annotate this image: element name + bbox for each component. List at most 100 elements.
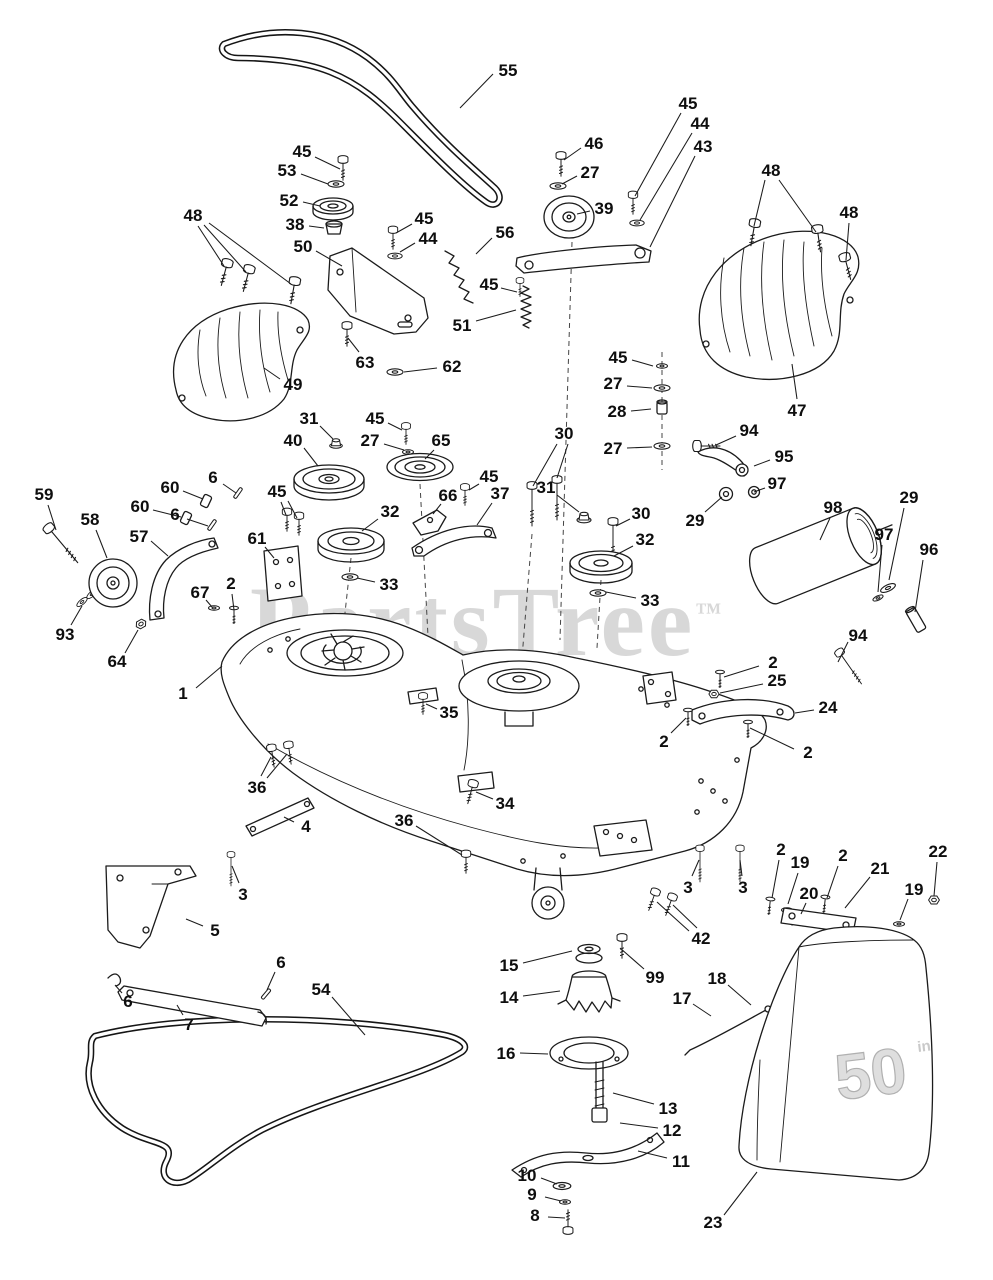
callout-label: 45 — [293, 142, 312, 161]
deck-rear-bracket — [642, 671, 677, 705]
callout-label: 67 — [191, 583, 210, 602]
washer-27 — [653, 384, 671, 392]
callout-label: 6 — [170, 505, 179, 524]
callout-label: 54 — [312, 980, 331, 999]
callout-label: 97 — [875, 525, 894, 544]
callout-label: 6 — [208, 468, 217, 487]
washer-9 — [559, 1199, 571, 1205]
flat-idler-39-assembly — [515, 151, 652, 274]
callout-label: 49 — [284, 375, 303, 394]
pulley-32-left — [317, 527, 385, 563]
callout-label: 17 — [673, 989, 692, 1008]
callout-leader-line — [672, 904, 698, 929]
callout-label: 44 — [419, 229, 438, 248]
callout-label: 19 — [791, 853, 810, 872]
bolt-30 — [526, 481, 538, 527]
callout-leader-line — [459, 73, 494, 109]
bolt-45 — [281, 507, 293, 532]
washer-97 — [871, 593, 885, 603]
callout-leader-line — [914, 559, 924, 613]
callout-leader-line — [556, 443, 569, 479]
callout-leader-line — [561, 175, 578, 185]
callout-label: 98 — [824, 498, 843, 517]
callout-leader-line — [933, 861, 938, 897]
callout-leader-line — [819, 517, 831, 541]
callout-label: 61 — [248, 529, 267, 548]
bolt-42 — [643, 886, 662, 913]
callout-label: 3 — [683, 878, 692, 897]
callout-label: 21 — [871, 859, 890, 878]
screw-2 — [763, 896, 776, 916]
callout-label: 2 — [659, 732, 668, 751]
callout-leader-line — [475, 309, 517, 322]
callout-leader-line — [231, 593, 235, 611]
bolt-48 — [284, 275, 302, 306]
bolt-63 — [341, 321, 353, 347]
callout-leader-line — [899, 898, 909, 921]
brake-arm-24 — [691, 698, 795, 725]
callout-label: 27 — [604, 439, 623, 458]
callout-label: 13 — [659, 1099, 678, 1118]
callout-label: 45 — [679, 94, 698, 113]
callout-label: 33 — [380, 575, 399, 594]
bearing-38 — [325, 220, 343, 235]
callout-leader-line — [692, 1003, 712, 1017]
callout-leader-line — [637, 1150, 668, 1159]
callout-leader-line — [208, 222, 292, 285]
bolt-45 — [460, 483, 470, 506]
washer — [327, 180, 345, 188]
callout-label: 47 — [788, 401, 807, 420]
callout-leader-line — [670, 717, 687, 734]
callout-label: 3 — [738, 878, 747, 897]
pin-6 — [206, 518, 218, 532]
callout-leader-line — [185, 918, 204, 927]
shaft-spacer-12 — [591, 1107, 608, 1123]
callout-leader-line — [425, 703, 438, 710]
callout-leader-line — [266, 971, 276, 991]
pulley-52 — [312, 197, 354, 221]
callout-leader-line — [476, 502, 493, 526]
callout-leader-line — [315, 250, 343, 267]
callout-label: 1 — [178, 684, 187, 703]
washer-33 — [341, 573, 359, 581]
spring-51 — [520, 285, 532, 329]
callout-leader-line — [302, 201, 321, 207]
callout-leader-line — [205, 599, 213, 608]
callout-leader-line — [468, 483, 480, 491]
washer-29 — [878, 581, 898, 595]
callout-label: 50 — [294, 237, 313, 256]
callout-label: 95 — [775, 447, 794, 466]
callout-leader-line — [399, 242, 416, 253]
callout-label: 27 — [604, 374, 623, 393]
callout-label: 55 — [499, 61, 518, 80]
callout-label: 48 — [840, 203, 859, 222]
callout-label: 6 — [276, 953, 285, 972]
callout-label: 2 — [226, 574, 235, 593]
callout-label: 53 — [278, 161, 297, 180]
callout-label: 37 — [491, 484, 510, 503]
callout-leader-line — [222, 483, 237, 494]
reinforcement-ring-16 — [549, 1036, 629, 1070]
left-idler-assembly — [41, 486, 305, 631]
callout-leader-line — [656, 901, 690, 932]
belt-guard-right-47 — [698, 230, 860, 380]
pin-6 — [260, 987, 272, 1001]
callout-label: 31 — [300, 409, 319, 428]
callout-label: 48 — [762, 161, 781, 180]
callout-label: 60 — [161, 478, 180, 497]
roller-98 — [748, 507, 893, 605]
wheel-bracket-plate — [593, 819, 653, 857]
callout-leader-line — [547, 1216, 566, 1219]
callout-label: 42 — [692, 929, 711, 948]
callout-leader-line — [723, 665, 760, 678]
callout-leader-line — [800, 902, 807, 915]
callout-label: 45 — [415, 209, 434, 228]
callout-leader-line — [319, 425, 334, 440]
nut-64 — [133, 617, 149, 631]
callout-label: 28 — [608, 402, 627, 421]
callout-label: 48 — [184, 206, 203, 225]
washer-27 — [653, 442, 671, 450]
callout-label: 60 — [131, 497, 150, 516]
right-spindle — [458, 660, 580, 727]
